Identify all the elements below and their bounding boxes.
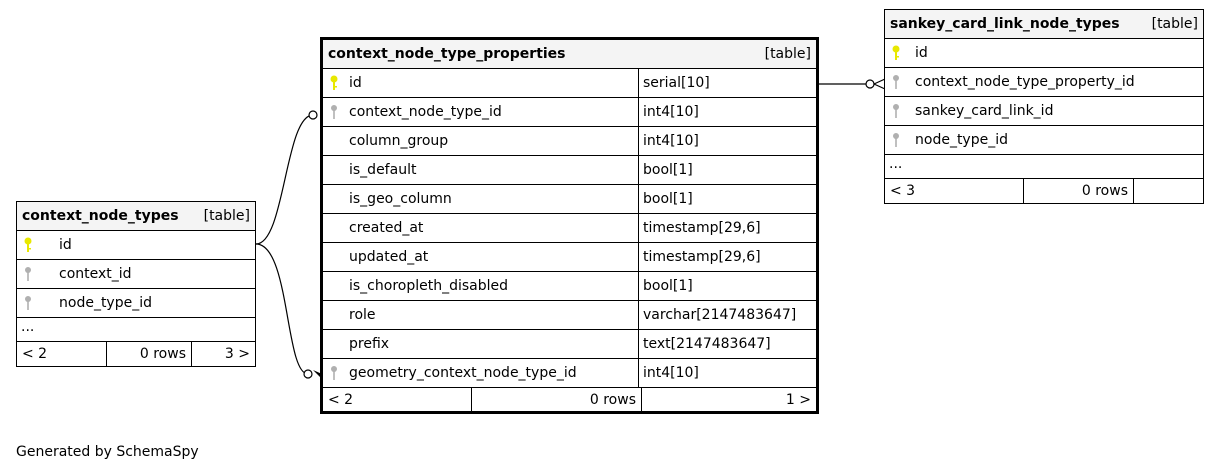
link-zero-marker [303, 369, 313, 379]
foreign-key-icon [17, 266, 39, 282]
column-name: is_default [349, 162, 417, 178]
table-row[interactable]: prefix text[2147483647] [323, 330, 816, 359]
table-row[interactable]: column_group int4[10] [323, 127, 816, 156]
foreign-key-icon [885, 74, 907, 90]
column-type: varchar[2147483647] [638, 301, 816, 329]
column-type: bool[1] [638, 272, 816, 300]
column-name: context_id [59, 266, 132, 282]
children-count[interactable] [1133, 179, 1203, 203]
column-type: timestamp[29,6] [638, 243, 816, 271]
primary-key-icon [885, 45, 907, 61]
column-name: node_type_id [915, 132, 1008, 148]
table-name: context_node_types [22, 208, 179, 224]
children-count[interactable]: 3 > [191, 342, 255, 366]
column-type: timestamp[29,6] [638, 214, 816, 242]
more-columns-ellipsis: ... [885, 155, 1203, 179]
column-type: bool[1] [638, 156, 816, 184]
column-name: is_geo_column [349, 191, 452, 207]
table-row[interactable]: context_node_type_property_id [885, 68, 1203, 97]
parents-count[interactable]: < 3 [890, 183, 916, 199]
table-row[interactable]: is_geo_column bool[1] [323, 185, 816, 214]
table-row[interactable]: id [885, 39, 1203, 68]
table-footer: < 2 0 rows 1 > [323, 388, 816, 411]
table-row[interactable]: updated_at timestamp[29,6] [323, 243, 816, 272]
table-name: sankey_card_link_node_types [890, 16, 1120, 32]
table-kind: [table] [764, 46, 811, 62]
row-count: 0 rows [471, 388, 641, 411]
link-crowfoot-marker [313, 370, 322, 379]
parents-count[interactable]: < 2 [328, 391, 354, 408]
link-zero-marker [865, 79, 875, 89]
column-name: is_choropleth_disabled [349, 278, 509, 294]
table-name: context_node_type_properties [328, 46, 566, 62]
link-geometry-context-node-type-id [255, 243, 309, 375]
column-name: role [349, 307, 376, 323]
table-row[interactable]: node_type_id [885, 126, 1203, 155]
foreign-key-icon [323, 365, 345, 381]
table-header: context_node_types [table] [17, 202, 255, 231]
row-count: 0 rows [1023, 179, 1133, 203]
table-footer: < 2 0 rows 3 > [17, 342, 255, 366]
column-type: bool[1] [638, 185, 816, 213]
column-type: int4[10] [638, 359, 816, 387]
column-name: created_at [349, 220, 424, 236]
table-context-node-types[interactable]: context_node_types [table] id context_id… [16, 201, 256, 367]
column-name: column_group [349, 133, 449, 149]
generated-by-label: Generated by SchemaSpy [16, 444, 199, 460]
primary-key-icon [323, 75, 345, 91]
column-name: geometry_context_node_type_id [349, 365, 577, 381]
table-row[interactable]: is_choropleth_disabled bool[1] [323, 272, 816, 301]
column-name: sankey_card_link_id [915, 103, 1054, 119]
table-header: sankey_card_link_node_types [table] [885, 10, 1203, 39]
column-list: id serial[10] context_node_type_id int4[10]… [323, 69, 816, 388]
row-count: 0 rows [106, 342, 191, 366]
parents-count[interactable]: < 2 [22, 346, 48, 362]
column-name: context_node_type_property_id [915, 74, 1135, 90]
column-type: serial[10] [638, 69, 816, 97]
table-row[interactable]: is_default bool[1] [323, 156, 816, 185]
table-kind: [table] [1151, 16, 1198, 32]
table-sankey-card-link-node-types[interactable]: sankey_card_link_node_types [table] id c… [884, 9, 1204, 204]
column-name: id [915, 45, 928, 61]
link-zero-marker [308, 110, 318, 120]
table-context-node-type-properties[interactable]: context_node_type_properties [table] id s… [320, 37, 819, 414]
column-name: context_node_type_id [349, 104, 502, 120]
column-type: int4[10] [638, 127, 816, 155]
table-row[interactable]: geometry_context_node_type_id int4[10] [323, 359, 816, 388]
foreign-key-icon [323, 104, 345, 120]
column-type: text[2147483647] [638, 330, 816, 358]
table-row[interactable]: id [17, 231, 255, 260]
foreign-key-icon [885, 132, 907, 148]
foreign-key-icon [885, 103, 907, 119]
table-row[interactable]: sankey_card_link_id [885, 97, 1203, 126]
column-type: int4[10] [638, 98, 816, 126]
column-name: prefix [349, 336, 390, 352]
table-footer: < 3 0 rows [885, 179, 1203, 203]
primary-key-icon [17, 237, 39, 253]
column-name: id [349, 75, 362, 91]
children-count[interactable]: 1 > [641, 388, 816, 411]
link-context-node-type-id [255, 114, 314, 245]
more-columns-ellipsis: ... [17, 318, 255, 342]
column-name: node_type_id [59, 295, 152, 311]
foreign-key-icon [17, 295, 39, 311]
table-kind: [table] [203, 208, 250, 224]
table-row[interactable]: context_node_type_id int4[10] [323, 98, 816, 127]
table-row[interactable]: node_type_id [17, 289, 255, 318]
table-header: context_node_type_properties [table] [323, 40, 816, 69]
column-name: id [59, 237, 72, 253]
table-row[interactable]: created_at timestamp[29,6] [323, 214, 816, 243]
table-row[interactable]: role varchar[2147483647] [323, 301, 816, 330]
table-row[interactable]: context_id [17, 260, 255, 289]
table-row[interactable]: id serial[10] [323, 69, 816, 98]
link-crowfoot-marker [873, 78, 886, 90]
column-name: updated_at [349, 249, 429, 265]
